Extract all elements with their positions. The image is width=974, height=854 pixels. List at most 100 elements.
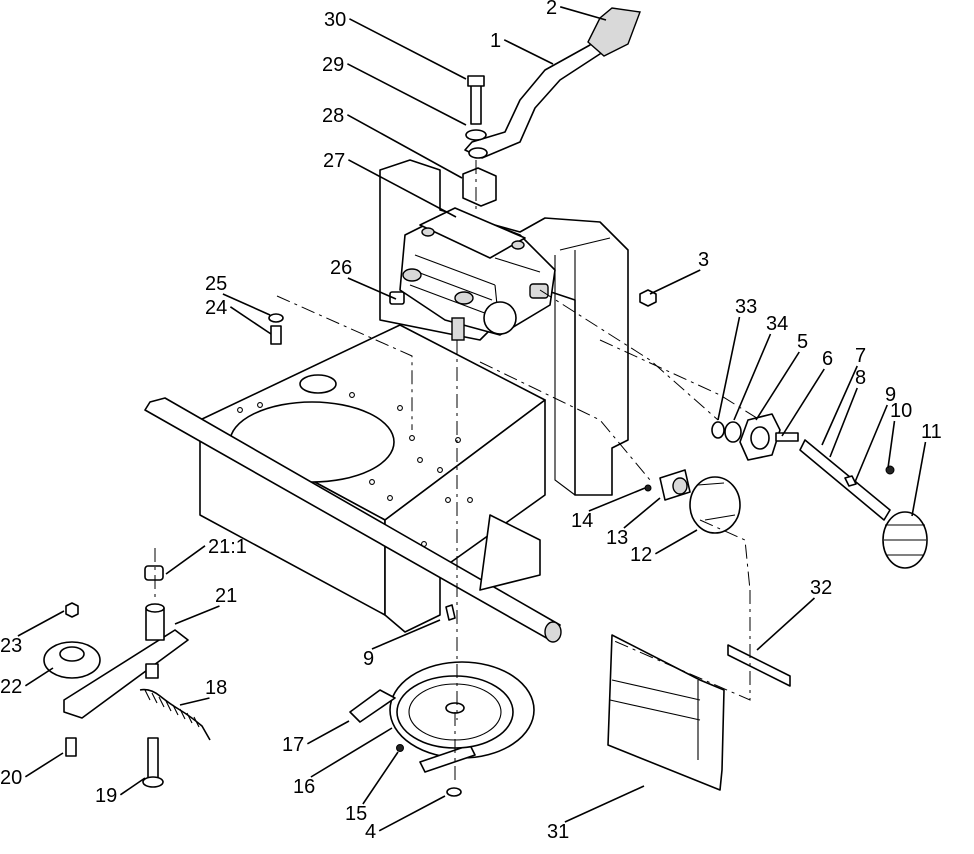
callout-c26: 26 — [330, 257, 352, 279]
leader-line-c17 — [307, 720, 350, 745]
callout-c7: 7 — [855, 345, 866, 367]
coupler-12 — [689, 476, 741, 534]
shaft-8 — [799, 439, 891, 521]
callout-c20: 20 — [0, 767, 22, 789]
bolt-30-head — [467, 75, 485, 87]
washer-29 — [465, 129, 487, 141]
gearbox-input-shaft — [451, 317, 465, 341]
callout-c23: 23 — [0, 635, 22, 657]
callout-c1: 1 — [490, 30, 501, 52]
leader-line-c10 — [887, 420, 896, 469]
leader-line-c19 — [119, 777, 146, 796]
handle-mount-hole — [468, 147, 488, 159]
deck-small-hole — [299, 374, 337, 394]
handle-grip — [587, 7, 641, 57]
callout-c22: 22 — [0, 676, 22, 698]
leader-line-c13 — [623, 497, 661, 529]
leader-line-c1 — [503, 39, 554, 65]
callout-c31: 31 — [547, 821, 569, 843]
leader-line-c2 — [559, 6, 607, 21]
rod-32 — [727, 644, 791, 687]
leader-line-c26 — [347, 277, 397, 300]
axle-tube-end — [544, 621, 562, 643]
leader-line-c7 — [821, 365, 858, 446]
callout-c13: 13 — [606, 527, 628, 549]
callout-c28: 28 — [322, 105, 344, 127]
callout-c18: 18 — [205, 677, 227, 699]
leader-line-c4 — [378, 795, 446, 832]
leader-line-c32 — [756, 597, 816, 651]
bushing-13-bore — [672, 477, 688, 495]
leader-line-c33 — [717, 316, 741, 421]
leader-line-c3 — [649, 269, 701, 295]
callout-c2: 2 — [546, 0, 557, 19]
main-deck-front — [384, 399, 546, 633]
callout-c211: 21:1 — [208, 536, 247, 558]
bolt-30 — [470, 81, 482, 125]
idler-arm-21 — [63, 629, 189, 719]
bolt-20 — [65, 737, 77, 757]
leader-line-c16 — [310, 727, 393, 778]
leader-line-c15 — [362, 751, 399, 805]
deck-bolt-holes — [237, 392, 473, 551]
callout-c25: 25 — [205, 273, 227, 295]
callout-c30: 30 — [324, 9, 346, 31]
callout-c17: 17 — [282, 734, 304, 756]
idler-pivot-top — [145, 603, 165, 613]
coupler-12-body — [697, 482, 736, 521]
snap-ring-33 — [711, 421, 725, 439]
leader-line-c12 — [655, 529, 698, 555]
leader-line-c11 — [911, 441, 927, 517]
gearbox-stud-c — [421, 227, 435, 237]
setscrew-10 — [885, 465, 895, 475]
bolt-6 — [775, 432, 799, 442]
shoulder-bolt-19-head — [142, 776, 164, 788]
leader-line-c34 — [733, 333, 772, 421]
callout-c24: 24 — [205, 297, 227, 319]
key-9-lower — [445, 604, 456, 621]
leader-line-c9b — [371, 619, 441, 650]
frame-upright-inner — [554, 237, 611, 496]
callout-c12: 12 — [630, 544, 652, 566]
spring-18 — [139, 688, 211, 741]
gearbox-output-flange — [483, 301, 517, 335]
callout-c34: 34 — [766, 313, 788, 335]
gearbox-output-shaft — [529, 283, 549, 299]
gearbox-stud-d — [511, 240, 525, 250]
callout-c11: 11 — [921, 421, 942, 443]
callout-c21: 21 — [215, 585, 237, 607]
leader-line-c20 — [24, 752, 64, 778]
washer-4 — [446, 787, 462, 797]
spring-18-coils — [144, 689, 200, 728]
flange-bearing-hub — [750, 426, 770, 450]
callout-c29: 29 — [322, 54, 344, 76]
gearbox-top — [419, 207, 526, 259]
leader-line-c8 — [829, 387, 858, 458]
pulley-16-hub — [445, 702, 465, 714]
leader-line-c9a — [854, 404, 888, 483]
key-9 — [844, 475, 857, 487]
leader-line-c24 — [229, 306, 272, 335]
callout-c8: 8 — [855, 367, 866, 389]
callout-c14: 14 — [571, 510, 593, 532]
bolt-24 — [270, 325, 282, 345]
leader-line-c22 — [24, 667, 54, 687]
callout-c15: 15 — [345, 803, 367, 825]
nut-23 — [65, 602, 79, 618]
leader-line-c211 — [165, 545, 206, 575]
callout-c3: 3 — [698, 249, 709, 271]
leader-line-c23 — [17, 610, 65, 637]
belt-17-tail-b — [419, 744, 476, 773]
leader-line-c27 — [348, 159, 457, 218]
callout-c6: 6 — [822, 348, 833, 370]
leader-line-c18 — [179, 697, 210, 706]
nut-3 — [639, 289, 657, 307]
leader-line-c31 — [564, 785, 645, 823]
idler-pulley-22-hub — [59, 646, 85, 662]
washer-25 — [268, 313, 284, 323]
pulley-11-grooves — [884, 524, 926, 556]
setscrew-15 — [396, 744, 404, 752]
callout-c10: 10 — [890, 400, 912, 422]
